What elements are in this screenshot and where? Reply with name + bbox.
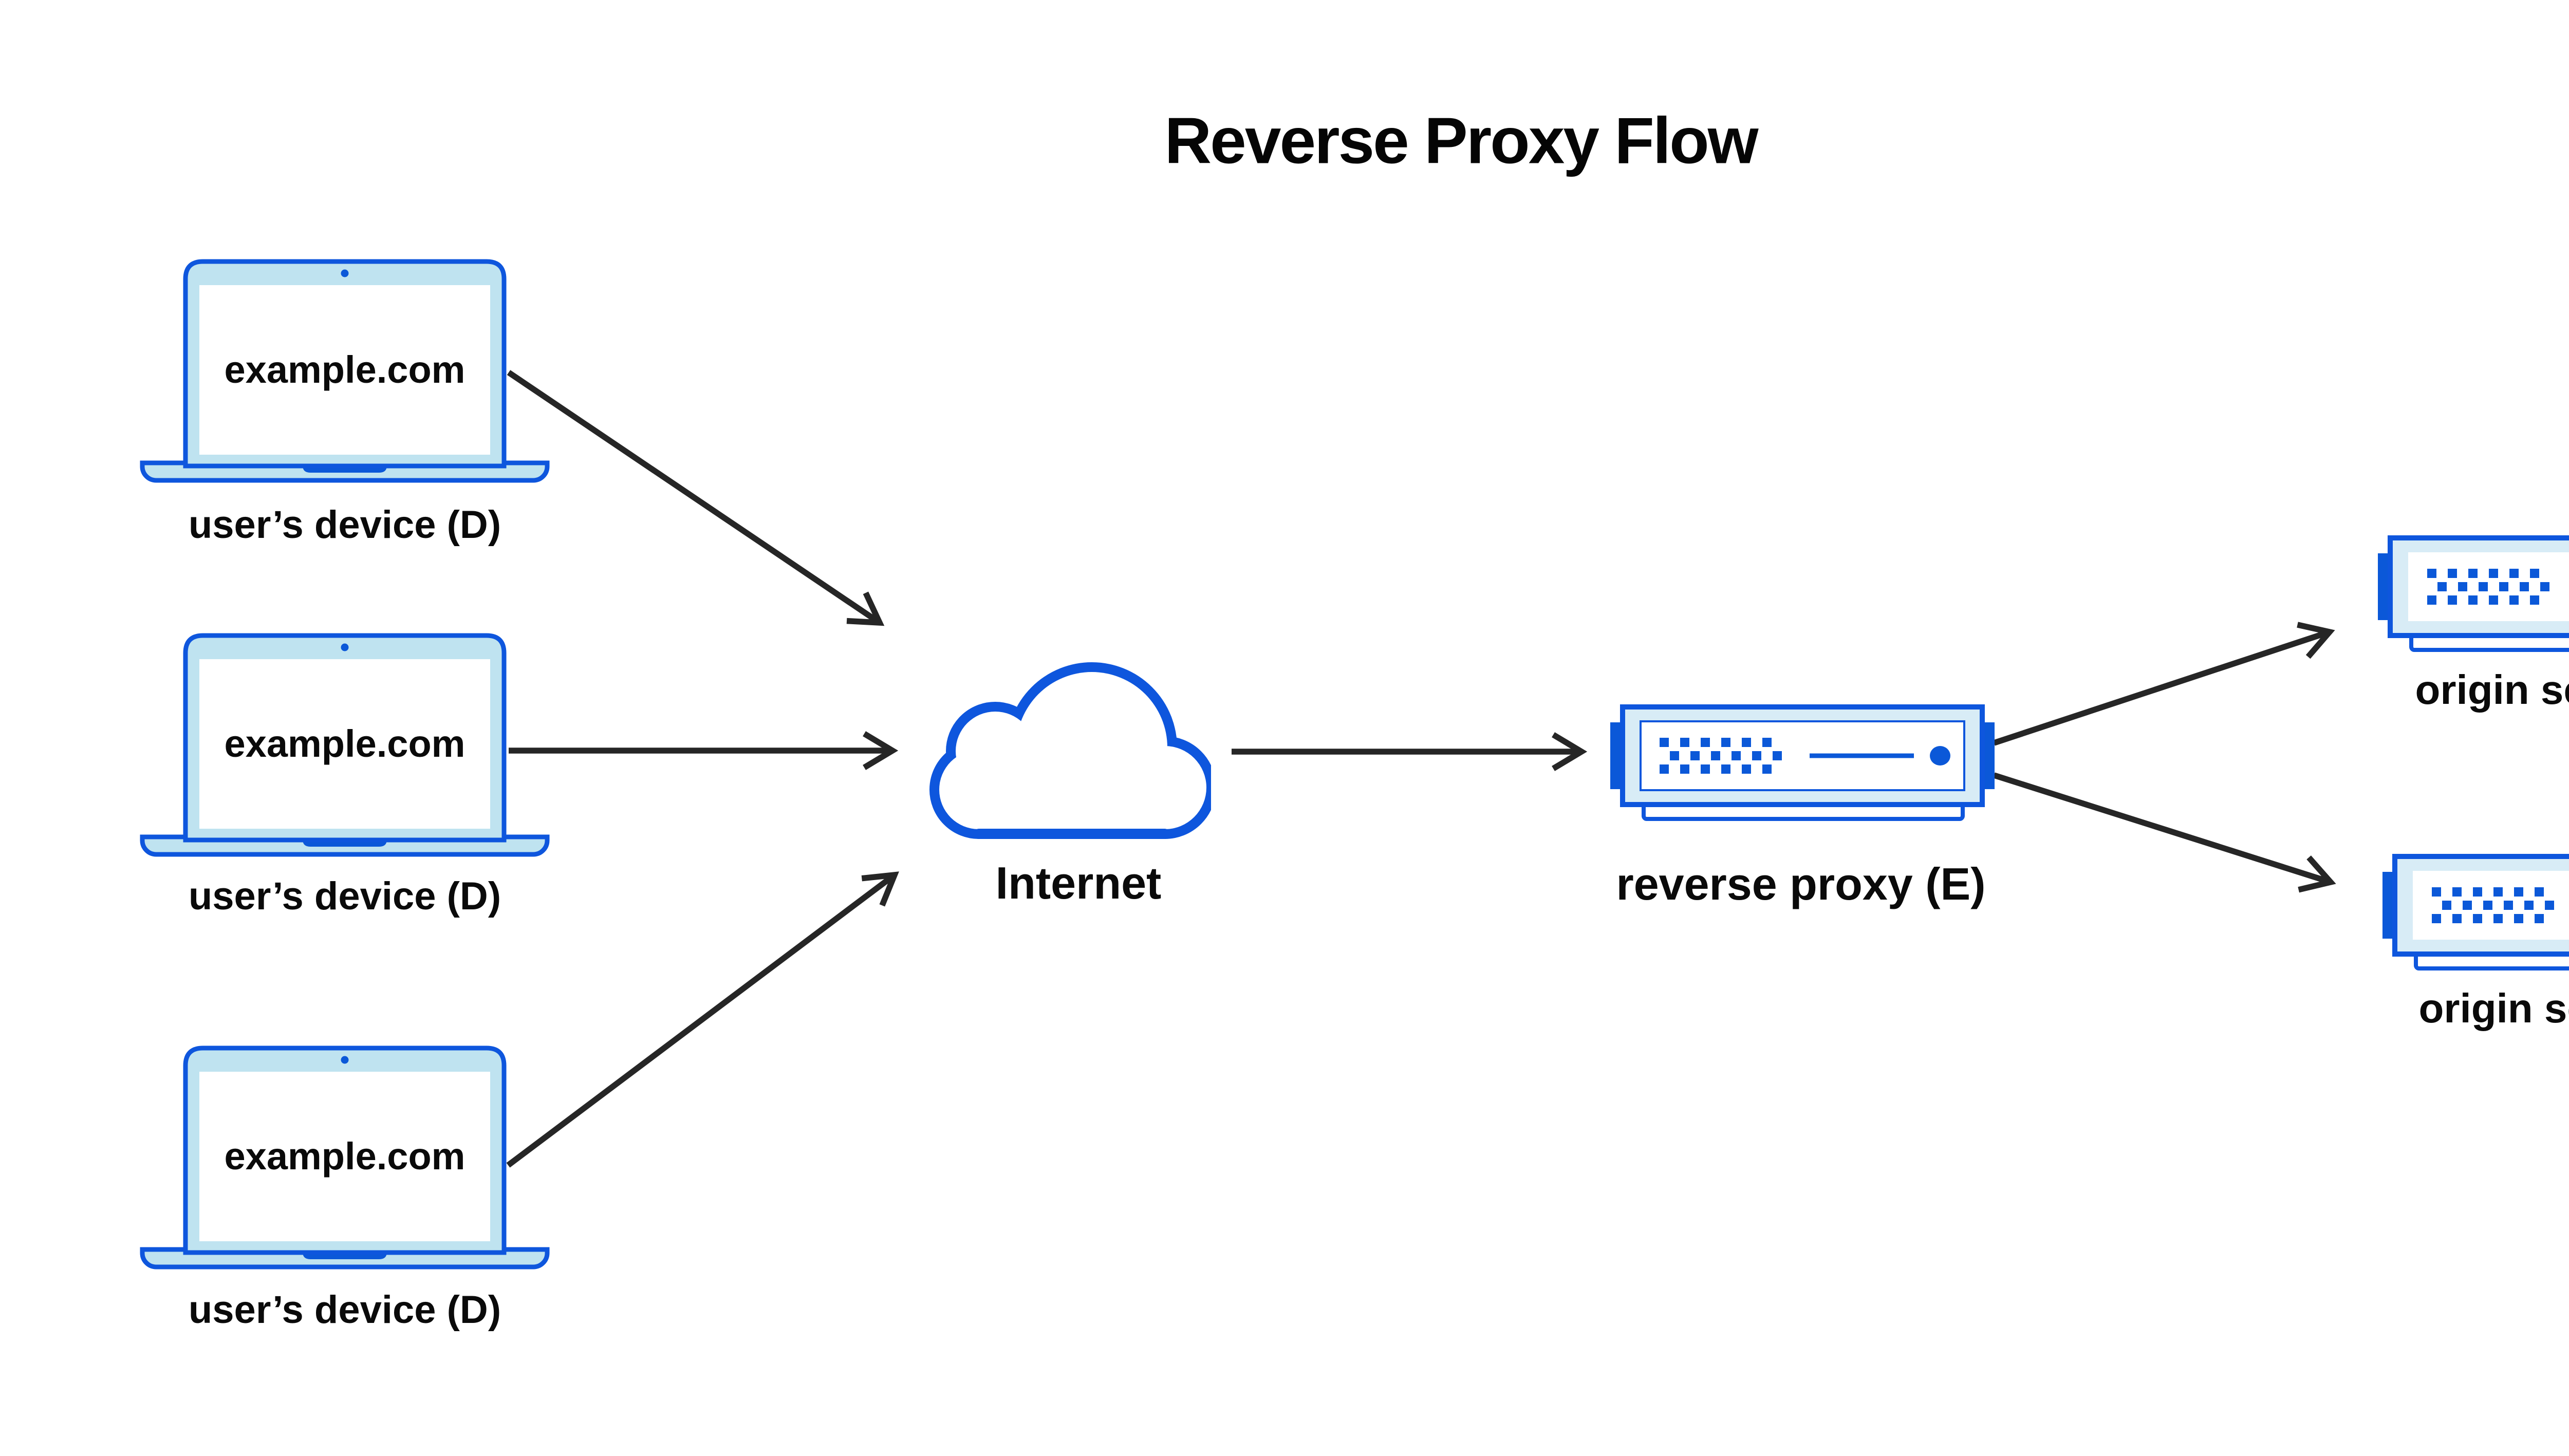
flow-arrow-proxy-origin1: [1993, 622, 2335, 746]
origin-server-label: origin server (F): [2418, 985, 2569, 1031]
device-screen-url: example.com: [224, 722, 466, 765]
device-screen-url: example.com: [224, 1135, 466, 1178]
page-title: Reverse Proxy Flow: [1164, 104, 1758, 177]
flow-arrow-device3-internet: [506, 871, 899, 1168]
device-label: user’s device (D): [188, 874, 501, 918]
cloud-icon: [915, 649, 1211, 839]
internet-label: Internet: [995, 857, 1162, 908]
device-label: user’s device (D): [188, 503, 501, 547]
flow-arrow-proxy-origin2: [1993, 772, 2336, 893]
origin-server-label: origin server (F): [2415, 667, 2569, 713]
flow-arrow-device1-internet: [507, 370, 885, 626]
server-icon: [1602, 702, 2013, 866]
device-label: user’s device (D): [188, 1288, 501, 1332]
device-screen-url: example.com: [224, 348, 466, 391]
reverse-proxy-label: reverse proxy (E): [1616, 858, 1986, 909]
